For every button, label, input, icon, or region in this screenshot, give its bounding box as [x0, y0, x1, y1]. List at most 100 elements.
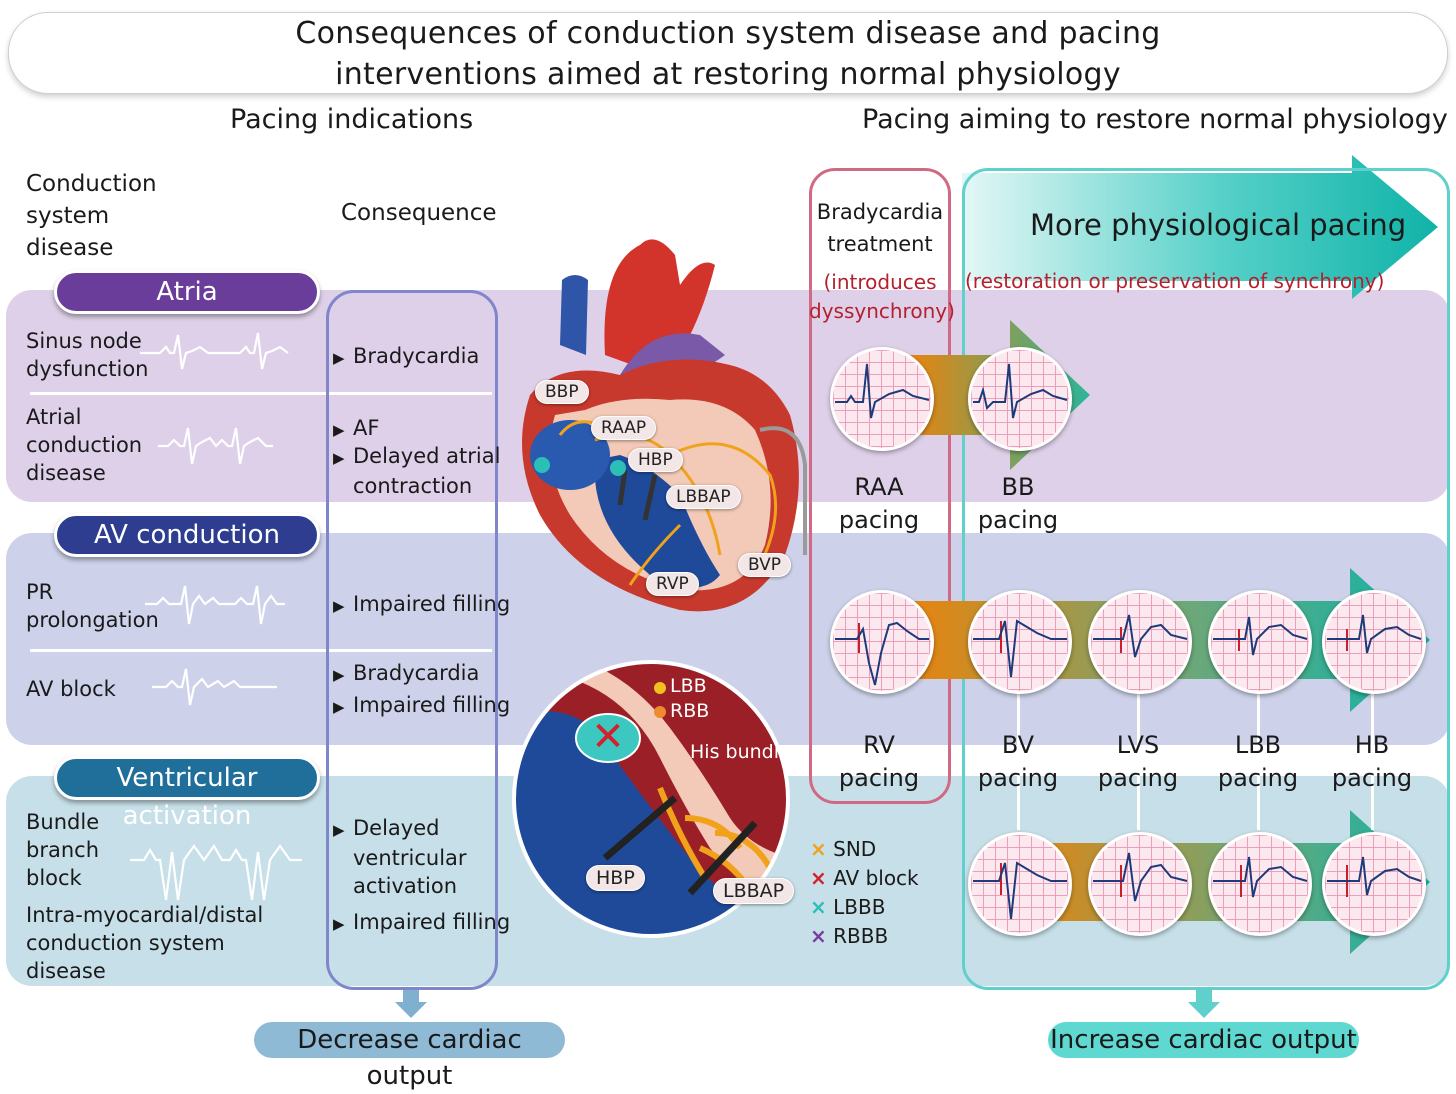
physiological-pacing-box	[962, 168, 1450, 990]
down-arrow-icon	[395, 990, 427, 1018]
increase-cardiac-output: Increase cardiac output	[1048, 1022, 1359, 1058]
consequence-text: AF	[353, 416, 380, 440]
legend-item-av-block: × AV block	[810, 864, 919, 893]
consequence-column-frame	[326, 290, 498, 990]
bullet-triangle: ▶	[333, 449, 345, 467]
lbb-dot	[654, 682, 666, 694]
pacing-text: HB	[1354, 731, 1390, 759]
disease-av-block: AV block	[26, 677, 116, 701]
disease-text: dysfunction	[26, 357, 149, 381]
right-section-header: Pacing aiming to restore normal physiolo…	[862, 104, 1448, 135]
brady-text: Bradycardia	[816, 200, 944, 224]
disease-intra-myocardial: Intra-myocardial/distal conduction syste…	[26, 901, 263, 985]
disease-header-line: Conduction	[26, 171, 157, 197]
bradycardia-treatment-box	[809, 168, 951, 804]
ecg-trace-atrial-conduction	[158, 427, 273, 465]
bullet-triangle: ▶	[333, 666, 345, 684]
inset-hbp-label: HBP	[586, 865, 645, 891]
disease-atrial-conduction: Atrial conduction disease	[26, 403, 142, 487]
pacing-text: pacing	[838, 506, 920, 534]
connector-line	[1257, 690, 1260, 830]
inset-node	[575, 713, 641, 763]
more-physiological-label: More physiological pacing	[1030, 208, 1407, 242]
pacing-text: pacing	[977, 506, 1059, 534]
legend-mark-icon: ×	[810, 866, 827, 890]
consequence-text: ventricular	[353, 846, 467, 870]
inset-border	[512, 660, 790, 938]
bradycardia-note: (introduces dyssynchrony)	[809, 268, 955, 326]
ecg-circle-raa	[830, 347, 934, 451]
disease-text: Atrial	[26, 405, 82, 429]
consequence-text: Impaired filling	[353, 693, 511, 717]
label-raap: RAAP	[591, 416, 657, 440]
bullet-triangle: ▶	[333, 349, 345, 367]
disease-text: Sinus node	[26, 329, 142, 353]
pacing-text: RV	[863, 731, 895, 759]
disease-text: PR	[26, 580, 54, 604]
more-physiological-arrow	[962, 155, 1438, 299]
ecg-circle-hb	[1322, 590, 1426, 694]
legend-item-rbbb: × RBBB	[810, 922, 919, 951]
disease-sinus-node-dysfunction: Sinus node dysfunction	[26, 327, 148, 383]
label-bvp: BVP	[738, 553, 792, 577]
decrease-cardiac-output: Decrease cardiac output	[254, 1022, 565, 1091]
bradycardia-treatment-heading: Bradycardia treatment	[809, 196, 951, 260]
inset-lead-lbbap	[687, 820, 758, 896]
inset-block-mark: ✕	[591, 714, 625, 760]
pacing-label-bv: BV pacing	[968, 729, 1068, 795]
consequence-text: Delayed atrial	[353, 444, 501, 468]
pacing-text: pacing	[977, 764, 1059, 792]
pacing-text: BV	[1001, 731, 1035, 759]
legend-label: RBBB	[833, 924, 889, 948]
divider	[30, 649, 492, 652]
ecg-circle-lvs	[1088, 590, 1192, 694]
left-section-header: Pacing indications	[230, 104, 474, 135]
pacing-label-raa: RAA pacing	[829, 471, 929, 537]
consequence-text: Impaired filling	[353, 592, 511, 616]
pacing-text: pacing	[1097, 764, 1179, 792]
category-pill-av-conduction: AV conduction	[54, 513, 320, 557]
ecg-circle-lvs-lbbb	[1088, 832, 1192, 936]
consequence-text: activation	[353, 874, 458, 898]
aorta	[604, 239, 715, 375]
consequence-text: Bradycardia	[353, 344, 480, 368]
disease-text: prolongation	[26, 608, 159, 632]
pacing-label-bb: BB pacing	[968, 471, 1068, 537]
title-box: Consequences of conduction system diseas…	[8, 12, 1448, 94]
disease-text: conduction	[26, 433, 143, 457]
bullet-triangle: ▶	[333, 821, 345, 839]
ecg-trace-sinus-node	[140, 332, 289, 370]
ecg-trace-pr-prolongation	[145, 585, 285, 625]
down-arrow-icon	[1188, 990, 1220, 1018]
pacing-label-rv: RV pacing	[829, 729, 929, 795]
legend-item-snd: × SND	[810, 835, 919, 864]
lead-tip	[617, 469, 628, 506]
consequence-bradycardia: ▶ Bradycardia	[333, 342, 479, 372]
consequence-text: Delayed	[353, 816, 440, 840]
pacing-text: LVS	[1116, 731, 1160, 759]
disease-text: disease	[26, 461, 106, 485]
pacing-label-lbb: LBB pacing	[1208, 729, 1308, 795]
connector-line	[1137, 690, 1140, 830]
label-rvp: RVP	[646, 572, 699, 596]
conduction-fiber	[628, 523, 682, 586]
ecg-circle-rv	[830, 590, 934, 694]
legend-label: LBBB	[833, 895, 886, 919]
inset-rbb-label: RBB	[670, 700, 710, 722]
rbb-dot	[654, 706, 666, 718]
consequence-text: Impaired filling	[353, 910, 511, 934]
inset-septum-blue	[514, 711, 788, 936]
ecg-trace-av-block	[152, 668, 277, 706]
inset-lbb-label: LBB	[670, 675, 707, 697]
pacing-label-hb: HB pacing	[1322, 729, 1422, 795]
pacing-text: BB	[1001, 473, 1035, 501]
consequence-impaired-filling: ▶Impaired filling	[333, 590, 510, 620]
disease-bundle-branch-block: Bundle branch block	[26, 808, 99, 892]
category-pill-atria: Atria	[54, 270, 320, 314]
ecg-circle-lbb-lbbb	[1208, 832, 1312, 936]
consequence-text: Bradycardia	[353, 661, 480, 685]
legend-mark-icon: ×	[810, 837, 827, 861]
consequence-text: contraction	[353, 474, 473, 498]
right-ventricle	[594, 455, 720, 588]
pacing-text: LBB	[1234, 731, 1282, 759]
